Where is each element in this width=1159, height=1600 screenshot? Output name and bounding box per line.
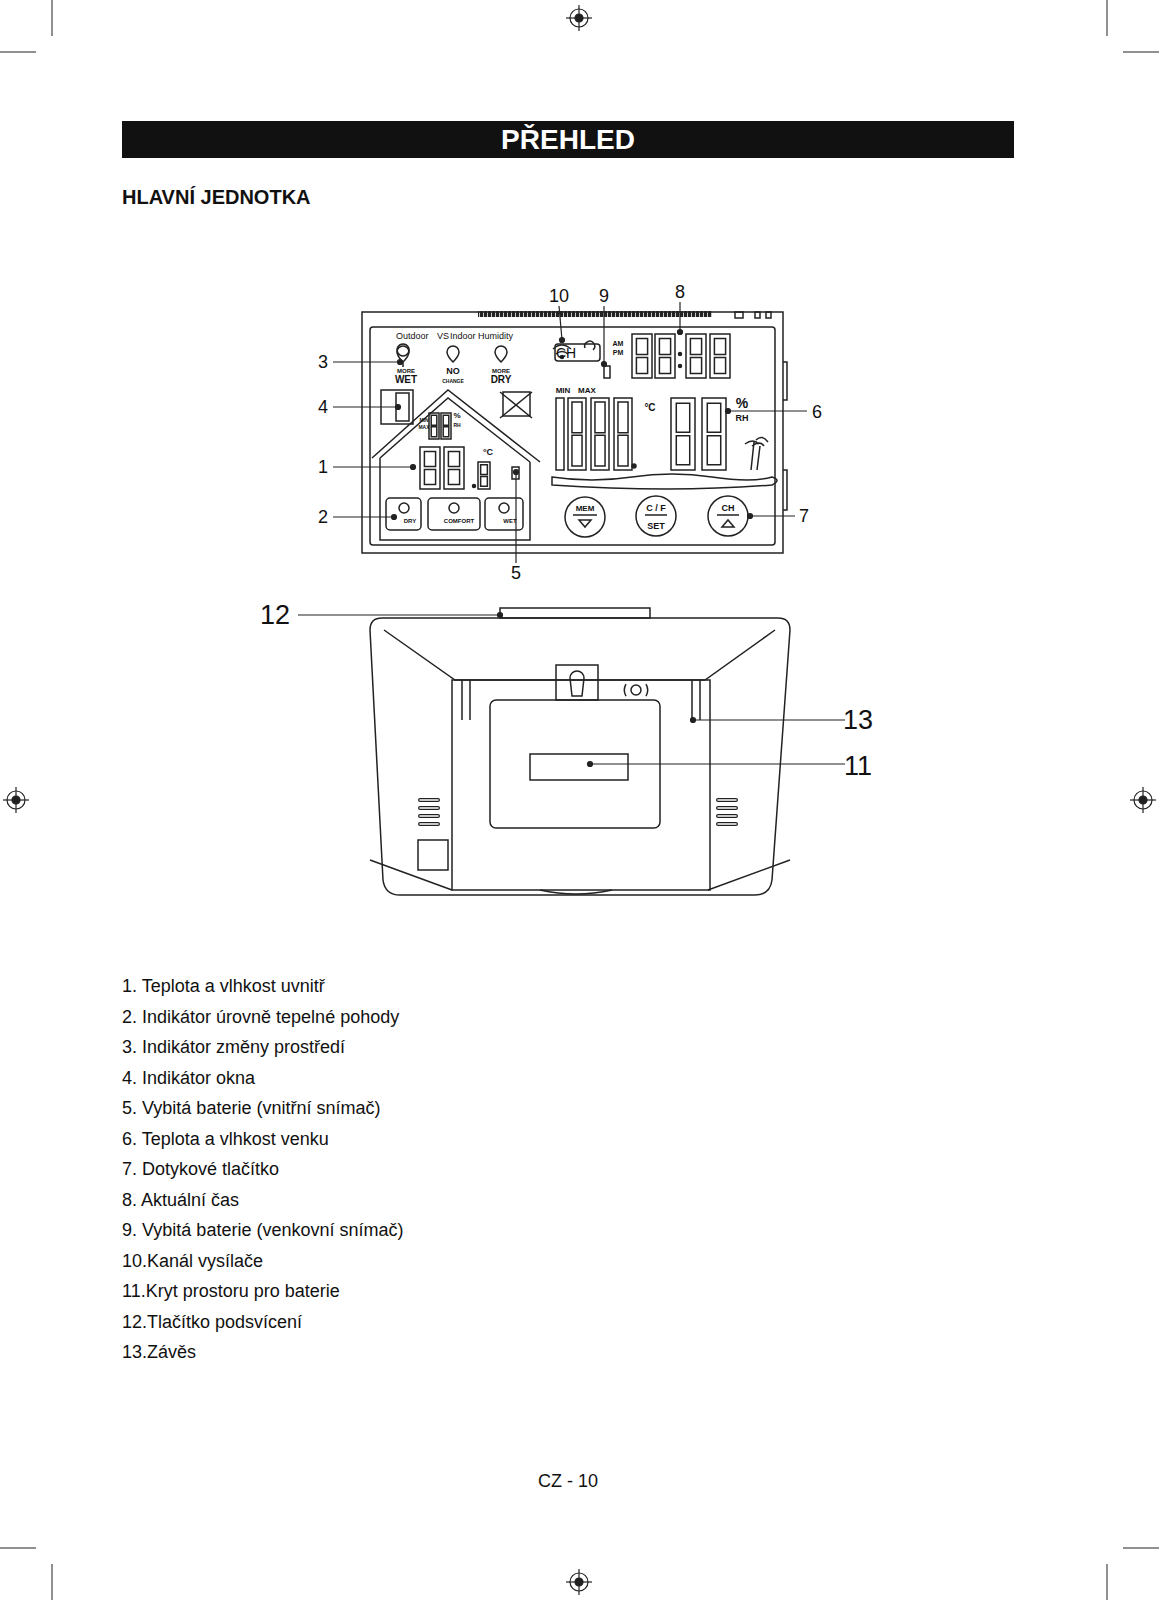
list-item: 12.Tlačítko podsvícení: [122, 1313, 302, 1331]
lcd-text: MAX: [418, 425, 429, 430]
section-heading: HLAVNÍ JEDNOTKA: [122, 187, 311, 207]
lcd-text: %: [736, 396, 748, 410]
lcd-text: RH: [453, 423, 460, 428]
callout-number: 5: [511, 564, 521, 582]
callout-number: 11: [844, 753, 872, 780]
list-item: 2. Indikátor úrovně tepelné pohody: [122, 1008, 399, 1026]
segment-digit: [614, 398, 632, 470]
segment-digit: [478, 462, 490, 489]
button-label: MEM: [576, 505, 595, 513]
lcd-text: PM: [613, 349, 624, 356]
lcd-text: CH: [556, 346, 576, 360]
segment-digit: [655, 334, 675, 378]
segment-digit: [632, 334, 652, 378]
lcd-text: MORE: [397, 368, 415, 374]
title-band: [122, 121, 1014, 158]
lcd-text: %: [453, 412, 460, 420]
callout-number: 12: [260, 602, 290, 629]
list-item: 5. Vybitá baterie (vnitřní snímač): [122, 1099, 380, 1117]
list-item: 9. Vybitá baterie (venkovní snímač): [122, 1221, 403, 1239]
callout-number: 7: [799, 507, 809, 525]
callout-number: 10: [549, 287, 569, 305]
lcd-text: RH: [736, 414, 749, 423]
section-title: PŘEHLED: [501, 126, 635, 154]
segment-digit: [429, 413, 439, 439]
lcd-text: MORE: [492, 368, 510, 374]
list-item: 8. Aktuální čas: [122, 1191, 239, 1209]
segment-digit: [568, 398, 586, 470]
list-item: 3. Indikátor změny prostředí: [122, 1038, 345, 1056]
callout-number: 9: [599, 287, 609, 305]
lcd-text: Outdoor: [396, 332, 429, 341]
leader-lines: [298, 302, 845, 767]
callout-number: 2: [318, 508, 328, 526]
segment-digit: [686, 334, 706, 378]
list-item: 1. Teplota a vlhkost uvnitř: [122, 977, 325, 995]
list-item: 13.Závěs: [122, 1343, 196, 1361]
callout-number: 1: [318, 458, 328, 476]
callout-number: 4: [318, 398, 328, 416]
segment-digit: [441, 413, 451, 439]
back-view: [370, 608, 790, 895]
lcd-text: WET: [503, 518, 516, 524]
segment-digit: [420, 447, 440, 489]
segment-digit: [556, 398, 564, 470]
callout-number: 3: [318, 353, 328, 371]
lcd-front: [362, 311, 787, 553]
callout-number: 6: [812, 403, 822, 421]
list-item: 4. Indikátor okna: [122, 1069, 255, 1087]
list-item: 7. Dotykové tlačítko: [122, 1160, 279, 1178]
callout-number: 13: [843, 707, 873, 734]
lcd-text: CHANGE: [442, 379, 464, 384]
lcd-text: WET: [395, 375, 417, 385]
segment-digit: [591, 398, 609, 470]
callout-number: 8: [675, 283, 685, 301]
lcd-text: DRY: [404, 518, 416, 524]
lcd-text: °C: [483, 448, 493, 457]
lcd-text: MIN: [556, 387, 571, 395]
lcd-text: °C: [644, 403, 655, 413]
segment-digit: [702, 398, 726, 470]
button-label: SET: [647, 522, 665, 531]
lcd-text: AM: [613, 340, 624, 347]
list-item: 6. Teplota a vlhkost venku: [122, 1130, 329, 1148]
list-item: 10.Kanál vysílače: [122, 1252, 263, 1270]
lcd-text: VS: [437, 332, 449, 341]
lcd-text: MIN: [419, 418, 428, 423]
button-label: C / F: [646, 504, 666, 513]
lcd-text: NO: [446, 367, 460, 376]
page-number: CZ - 10: [538, 1472, 598, 1490]
lcd-text: MAX: [578, 387, 596, 395]
list-item: 11.Kryt prostoru pro baterie: [122, 1282, 340, 1300]
lcd-text: Indoor Humidity: [450, 332, 513, 341]
button-label: CH: [722, 504, 735, 513]
segment-digit: [710, 334, 730, 378]
registration-marks: [3, 5, 1156, 1595]
segment-digit: [444, 447, 464, 489]
lcd-text: COMFORT: [444, 518, 474, 524]
segment-digit: [671, 398, 695, 470]
lcd-text: DRY: [491, 375, 512, 385]
